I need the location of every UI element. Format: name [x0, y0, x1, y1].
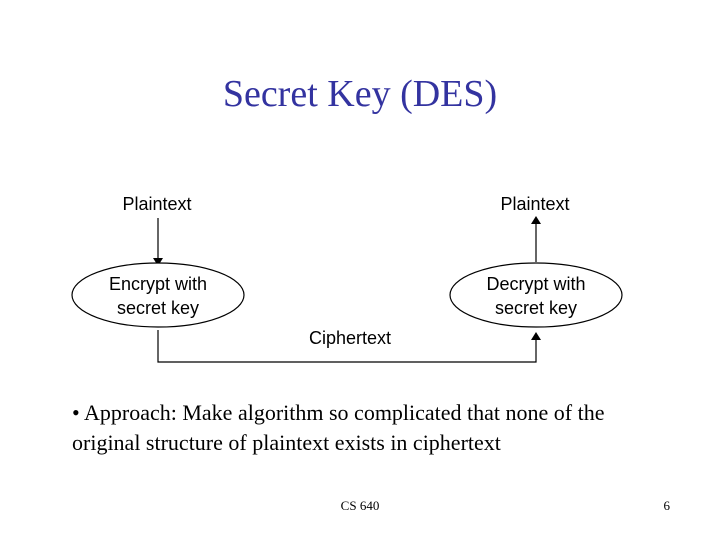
- slide-title: Secret Key (DES): [222, 73, 498, 115]
- footer-page-number: 6: [663, 498, 671, 513]
- bullet-text: Approach: Make algorithm so complicated …: [72, 400, 605, 455]
- left-plaintext-label: Plaintext: [122, 194, 191, 214]
- encrypt-label-line2: secret key: [117, 298, 199, 318]
- encrypt-label-line1: Encrypt with: [109, 274, 207, 294]
- ciphertext-label: Ciphertext: [309, 328, 391, 348]
- decrypt-label-line1: Decrypt with: [486, 274, 585, 294]
- bullet-marker: •: [72, 400, 80, 425]
- right-plaintext-label: Plaintext: [500, 194, 569, 214]
- decrypt-node: [449, 262, 623, 328]
- footer-course: CS 640: [340, 498, 380, 513]
- encrypt-node: [71, 262, 245, 328]
- ciphertext-channel: [157, 330, 541, 363]
- bullet-point: • Approach: Make algorithm so complicate…: [72, 398, 672, 458]
- decrypt-label-line2: secret key: [495, 298, 577, 318]
